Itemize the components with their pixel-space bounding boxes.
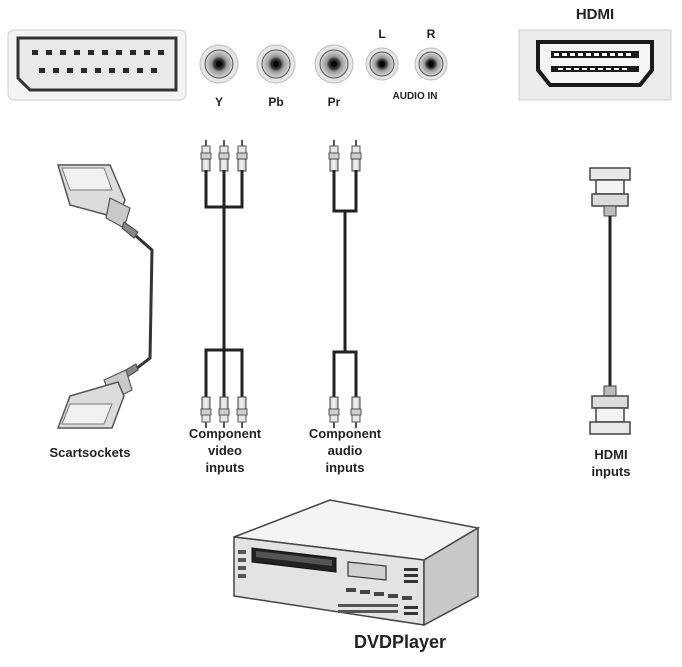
dvd-player xyxy=(233,499,481,627)
rca-jack-pb xyxy=(256,44,296,84)
component-audio-line2: audio xyxy=(327,443,363,458)
component-audio-line3: inputs xyxy=(325,460,365,475)
scart-cable xyxy=(56,164,154,429)
hdmi-port xyxy=(518,29,672,101)
hdmi-inputs-label: HDMI inputs xyxy=(576,446,646,480)
component-video-cable xyxy=(200,139,248,429)
scart-pins-bottom xyxy=(39,68,157,73)
rca-jack-audio-right xyxy=(414,47,448,81)
scart-pins-top xyxy=(32,50,164,55)
scart-label: Scartsockets xyxy=(49,445,131,460)
hdmi-title: HDMI xyxy=(575,6,615,23)
component-video-label: Component video inputs xyxy=(178,425,272,476)
rca-jack-pr xyxy=(314,44,354,84)
component-video-line1: Component xyxy=(188,426,262,441)
scart-socket xyxy=(7,29,187,101)
hdmi-inputs-line2: inputs xyxy=(591,464,631,479)
hdmi-inputs-line1: HDMI xyxy=(594,447,628,462)
audio-left-label: L xyxy=(378,27,386,41)
audio-right-label: R xyxy=(426,27,436,41)
component-audio-label: Component audio inputs xyxy=(298,425,392,476)
component-audio-line1: Component xyxy=(308,426,382,441)
rca-jack-audio-left xyxy=(365,47,399,81)
jack-label-pr: Pr xyxy=(327,95,341,109)
component-audio-cable xyxy=(328,139,362,429)
hdmi-cable xyxy=(589,167,631,435)
rca-jack-y xyxy=(199,44,239,84)
audio-in-label: AUDIO IN xyxy=(392,91,438,102)
jack-label-pb: Pb xyxy=(268,95,284,109)
jack-label-y: Y xyxy=(214,95,223,109)
component-video-line3: inputs xyxy=(205,460,245,475)
component-video-line2: video xyxy=(208,443,242,458)
dvd-player-label: DVDPlayer xyxy=(353,632,447,652)
